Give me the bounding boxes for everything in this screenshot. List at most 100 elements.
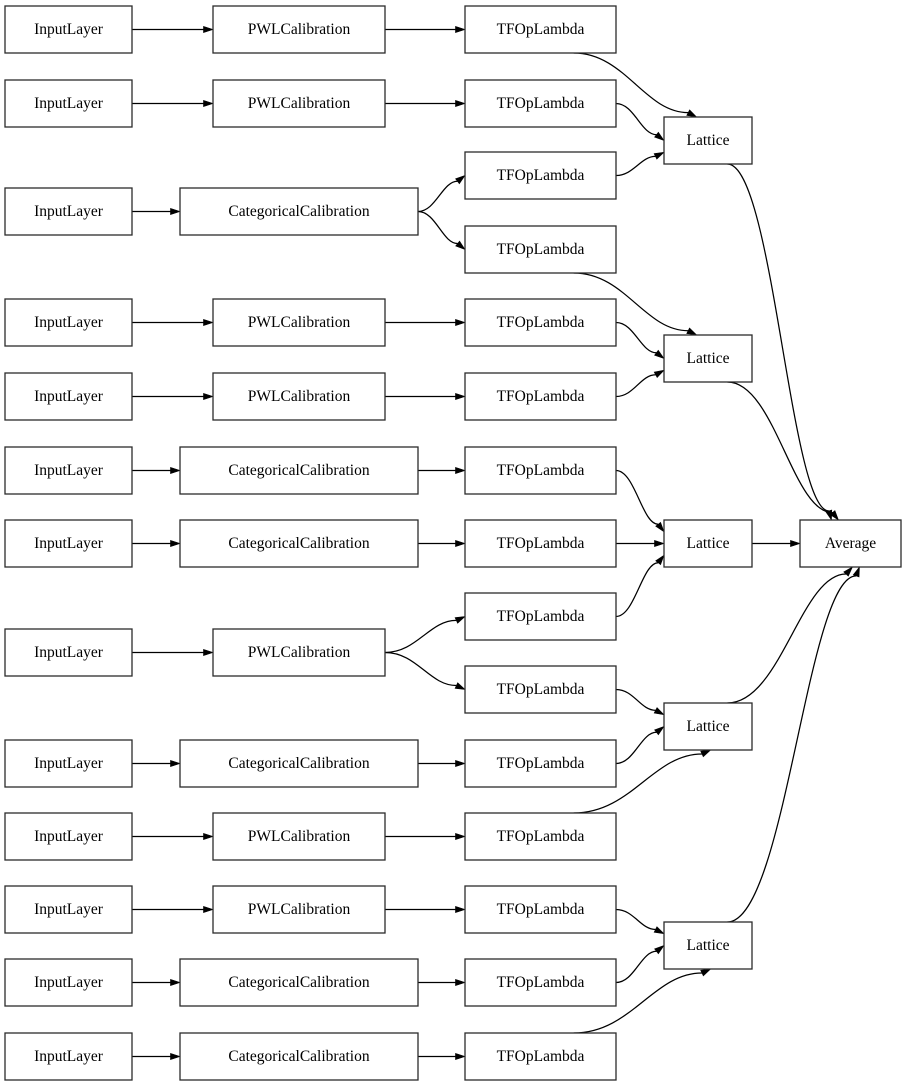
node-op14[interactable]: TFOpLambda <box>464 958 617 1007</box>
node-cal6[interactable]: CategoricalCalibration <box>179 446 419 495</box>
node-cal8[interactable]: PWLCalibration <box>212 628 386 677</box>
node-label-cal13: CategoricalCalibration <box>228 1048 369 1065</box>
node-box-op11 <box>464 739 617 788</box>
arrowhead-op7-to-lat3 <box>655 521 665 533</box>
node-label-op2: TFOpLambda <box>497 95 585 112</box>
arrowhead-cal13-to-op15 <box>455 1052 466 1061</box>
node-in13[interactable]: InputLayer <box>4 1032 133 1081</box>
arrowhead-in1-to-cal1 <box>203 25 214 34</box>
node-op4[interactable]: TFOpLambda <box>464 225 617 274</box>
node-label-cal9: CategoricalCalibration <box>228 755 369 772</box>
arrowhead-cal11-to-op13 <box>455 905 466 914</box>
edge-op3-to-lat1 <box>615 155 656 177</box>
node-op8[interactable]: TFOpLambda <box>464 519 617 568</box>
node-label-in10: InputLayer <box>34 828 104 845</box>
edge-op5-to-lat2 <box>615 321 657 354</box>
node-label-cal1: PWLCalibration <box>248 21 351 38</box>
node-op11[interactable]: TFOpLambda <box>464 739 617 788</box>
node-lat4[interactable]: Lattice <box>663 702 753 751</box>
arrowhead-in11-to-cal11 <box>203 905 214 914</box>
node-in3[interactable]: InputLayer <box>4 187 133 236</box>
edge-op7-to-lat3 <box>615 469 659 525</box>
node-cal13[interactable]: CategoricalCalibration <box>179 1032 419 1081</box>
node-in5[interactable]: InputLayer <box>4 372 133 421</box>
node-box-cal7 <box>179 519 419 568</box>
node-cal4[interactable]: PWLCalibration <box>212 298 386 347</box>
node-cal3[interactable]: CategoricalCalibration <box>179 187 419 236</box>
node-box-in13 <box>4 1032 133 1081</box>
node-op3[interactable]: TFOpLambda <box>464 151 617 200</box>
node-op9[interactable]: TFOpLambda <box>464 592 617 641</box>
node-box-op8 <box>464 519 617 568</box>
node-in12[interactable]: InputLayer <box>4 958 133 1007</box>
node-label-op6: TFOpLambda <box>497 388 585 405</box>
edge-lat2-to-avg <box>727 381 833 514</box>
node-label-lat4: Lattice <box>686 718 729 735</box>
node-avg[interactable]: Average <box>799 519 902 568</box>
node-in11[interactable]: InputLayer <box>4 885 133 934</box>
node-cal12[interactable]: CategoricalCalibration <box>179 958 419 1007</box>
node-box-op9 <box>464 592 617 641</box>
node-box-op5 <box>464 298 617 347</box>
node-box-op12 <box>464 812 617 861</box>
node-cal5[interactable]: PWLCalibration <box>212 372 386 421</box>
arrowhead-op8-to-lat3 <box>654 539 665 548</box>
node-op7[interactable]: TFOpLambda <box>464 446 617 495</box>
node-label-cal11: PWLCalibration <box>248 901 351 918</box>
node-box-lat4 <box>663 702 753 751</box>
node-cal11[interactable]: PWLCalibration <box>212 885 386 934</box>
node-in9[interactable]: InputLayer <box>4 739 133 788</box>
edge-cal8-to-op9 <box>384 619 457 654</box>
node-label-in7: InputLayer <box>34 535 104 552</box>
node-label-in5: InputLayer <box>34 388 104 405</box>
node-in8[interactable]: InputLayer <box>4 628 133 677</box>
node-lat5[interactable]: Lattice <box>663 921 753 970</box>
node-in6[interactable]: InputLayer <box>4 446 133 495</box>
node-box-in10 <box>4 812 133 861</box>
node-op13[interactable]: TFOpLambda <box>464 885 617 934</box>
node-op6[interactable]: TFOpLambda <box>464 372 617 421</box>
node-cal1[interactable]: PWLCalibration <box>212 5 386 54</box>
node-label-in4: InputLayer <box>34 314 104 331</box>
node-box-op10 <box>464 665 617 714</box>
arrowhead-in7-to-cal7 <box>170 539 181 548</box>
edge-op4-to-lat2 <box>573 272 689 332</box>
node-in2[interactable]: InputLayer <box>4 79 133 128</box>
node-op10[interactable]: TFOpLambda <box>464 665 617 714</box>
arrowhead-cal5-to-op6 <box>455 392 466 401</box>
node-in1[interactable]: InputLayer <box>4 5 133 54</box>
node-op5[interactable]: TFOpLambda <box>464 298 617 347</box>
node-op2[interactable]: TFOpLambda <box>464 79 617 128</box>
node-box-in11 <box>4 885 133 934</box>
node-box-in4 <box>4 298 133 347</box>
arrowhead-cal4-to-op5 <box>455 318 466 327</box>
node-op12[interactable]: TFOpLambda <box>464 812 617 861</box>
node-cal7[interactable]: CategoricalCalibration <box>179 519 419 568</box>
node-in10[interactable]: InputLayer <box>4 812 133 861</box>
node-cal10[interactable]: PWLCalibration <box>212 812 386 861</box>
node-label-in9: InputLayer <box>34 755 104 772</box>
node-op15[interactable]: TFOpLambda <box>464 1032 617 1081</box>
node-lat2[interactable]: Lattice <box>663 334 753 383</box>
node-lat1[interactable]: Lattice <box>663 116 753 165</box>
node-in7[interactable]: InputLayer <box>4 519 133 568</box>
node-box-cal10 <box>212 812 386 861</box>
node-box-cal5 <box>212 372 386 421</box>
arrowhead-op10-to-lat4 <box>653 707 665 716</box>
node-lat3[interactable]: Lattice <box>663 519 753 568</box>
node-box-cal6 <box>179 446 419 495</box>
arrowhead-in8-to-cal8 <box>203 648 214 657</box>
node-box-cal2 <box>212 79 386 128</box>
arrowhead-lat5-to-avg <box>852 566 860 578</box>
node-label-cal5: PWLCalibration <box>248 388 351 405</box>
node-op1[interactable]: TFOpLambda <box>464 5 617 54</box>
node-in4[interactable]: InputLayer <box>4 298 133 347</box>
arrowhead-in13-to-cal13 <box>170 1052 181 1061</box>
edge-lat4-to-avg <box>727 573 847 704</box>
node-cal9[interactable]: CategoricalCalibration <box>179 739 419 788</box>
arrowhead-op14-to-lat5 <box>654 944 665 955</box>
node-label-in1: InputLayer <box>34 21 104 38</box>
node-cal2[interactable]: PWLCalibration <box>212 79 386 128</box>
